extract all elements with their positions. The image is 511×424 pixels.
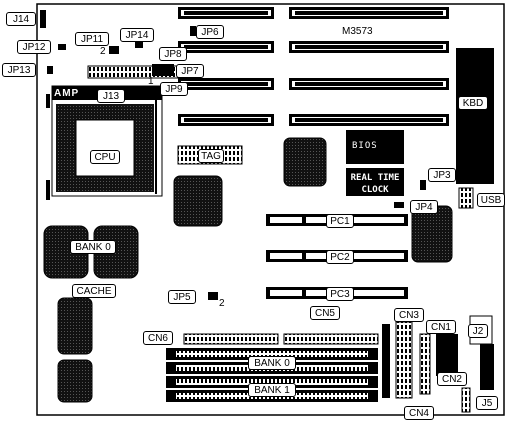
cn1-label: CN1	[426, 320, 456, 334]
keyboard-connector	[456, 48, 494, 184]
jp6-label: JP6	[196, 25, 224, 39]
pc2-label: PC2	[326, 250, 354, 264]
j5-label: J5	[476, 396, 498, 410]
jp13-label: JP13	[2, 63, 36, 77]
dram-chips	[57, 297, 93, 403]
jp9-pin-number: 1	[148, 76, 154, 87]
jp5-pin-number: 2	[219, 298, 225, 309]
cache-label: CACHE	[72, 284, 116, 298]
tag-label: TAG	[198, 149, 224, 163]
jp11-label: JP11	[75, 32, 109, 46]
j14-label: J14	[6, 12, 36, 26]
jp14-label: JP14	[120, 28, 154, 42]
simm-bank1-label: BANK 1	[248, 383, 296, 397]
jp5-label: JP5	[168, 290, 196, 304]
cn6-label: CN6	[143, 331, 173, 345]
jp12-label: JP12	[17, 40, 51, 54]
expansion-slots-top	[178, 7, 449, 126]
cn5-header	[283, 333, 379, 345]
kbd-label: KBD	[458, 96, 488, 110]
jp7-block	[152, 64, 174, 76]
cn2-label: CN2	[437, 372, 467, 386]
cn4-label: CN4	[404, 406, 434, 420]
pc3-label: PC3	[326, 287, 354, 301]
pc1-label: PC1	[326, 214, 354, 228]
rtc-chip	[346, 168, 404, 196]
jp9-label: JP9	[160, 82, 188, 96]
rtc-label-line2: CLOCK	[361, 185, 389, 195]
jp3-label: JP3	[428, 168, 456, 182]
j2-label: J2	[468, 324, 488, 338]
board-model: M3573	[342, 26, 373, 37]
rtc-label: REAL TIME CLOCK	[346, 172, 404, 196]
chipset-chips	[173, 137, 453, 263]
cache-chips	[43, 225, 139, 279]
pci-slots	[266, 214, 408, 299]
bios-label: BIOS	[352, 141, 378, 151]
left-jumper-pins	[40, 10, 196, 200]
rtc-label-line1: REAL TIME	[350, 173, 400, 183]
usb-connector	[458, 187, 474, 209]
bios-chip	[346, 130, 404, 164]
cn6-header	[183, 333, 279, 345]
j13-label: J13	[97, 89, 125, 103]
jp7-label: JP7	[176, 64, 204, 78]
jp8-label: JP8	[159, 47, 187, 61]
jp3-pins	[420, 180, 426, 190]
jp11-pin-number: 2	[100, 46, 106, 57]
jp4-label: JP4	[410, 200, 438, 214]
cn5-label: CN5	[310, 306, 340, 320]
cache-bank0-label: BANK 0	[70, 240, 116, 254]
jp4-pins	[394, 202, 404, 208]
jp5-pins	[208, 292, 218, 300]
usb-label: USB	[477, 193, 505, 207]
cpu-label: CPU	[90, 150, 120, 164]
amp-label: AMP	[54, 88, 80, 99]
simm-bank0-label: BANK 0	[248, 356, 296, 370]
cn3-label: CN3	[394, 308, 424, 322]
